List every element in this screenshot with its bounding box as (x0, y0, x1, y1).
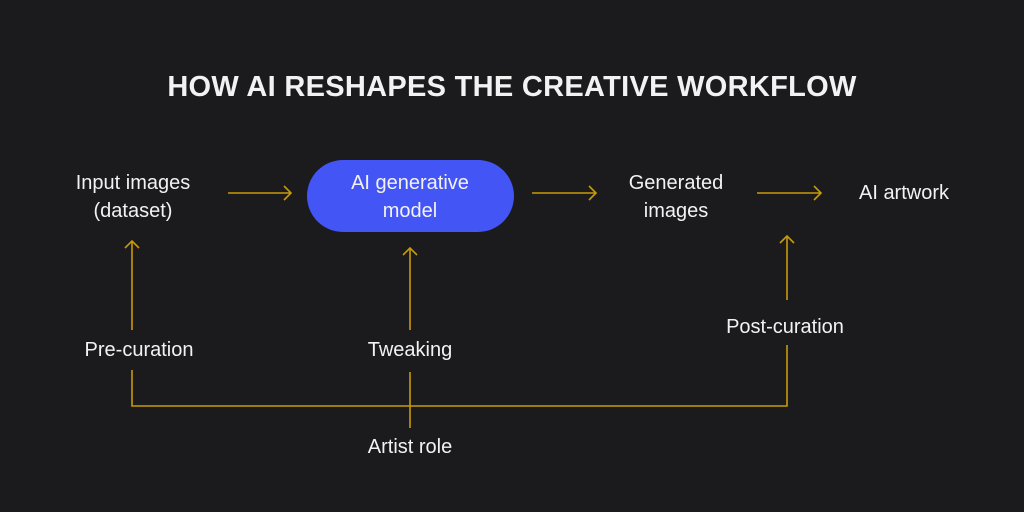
node-label: model (382, 200, 438, 222)
diagram-title: HOW AI RESHAPES THE CREATIVE WORKFLOW (167, 71, 857, 103)
label-pre-curation: Pre-curation (84, 339, 194, 361)
node-model-text: AI generative model (351, 169, 469, 225)
artist-role-bracket (131, 345, 788, 407)
node-ai-artwork: AI artwork (858, 182, 950, 204)
label-post-curation: Post-curation (726, 316, 844, 338)
label-tweaking: Tweaking (367, 339, 453, 361)
node-label: AI generative (351, 172, 469, 194)
arrow-tweaking-up (402, 246, 418, 330)
arrow-generated-to-artwork (757, 185, 823, 201)
arrow-model-to-generated (532, 185, 598, 201)
node-label: images (643, 200, 709, 222)
node-label: Input images (75, 172, 191, 194)
node-generated-images: Generated images (629, 169, 724, 225)
label-artist-role: Artist role (367, 436, 453, 458)
arrow-input-to-model (228, 185, 293, 201)
arrow-postcuration-up (779, 234, 795, 300)
arrow-precuration-up (124, 239, 140, 330)
node-label: Generated (628, 172, 724, 194)
node-label: (dataset) (93, 200, 173, 222)
node-input-images: Input images (dataset) (76, 169, 191, 225)
node-ai-generative-model (307, 160, 514, 232)
